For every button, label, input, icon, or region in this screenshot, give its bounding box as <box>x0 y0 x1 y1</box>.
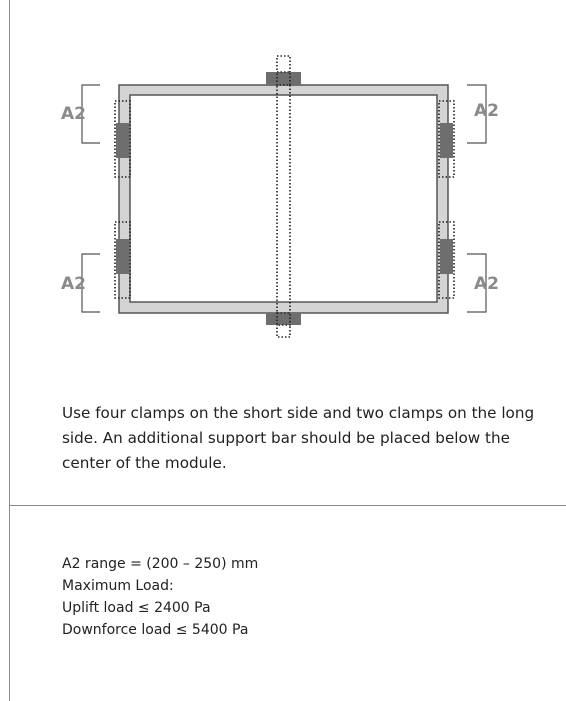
clamp-bottom <box>266 313 301 325</box>
max-load-title: Maximum Load: <box>62 578 174 594</box>
bracket-top-right <box>467 84 487 144</box>
bracket-bottom-left <box>81 253 100 313</box>
clamp-top <box>266 72 301 85</box>
module-inner <box>129 94 438 303</box>
row-divider <box>9 505 566 506</box>
clamp-right-bottom-guide <box>438 221 455 299</box>
label-a2-bottom-right: A2 <box>474 274 499 294</box>
bracket-bottom-right <box>467 253 487 313</box>
clamp-top-guide <box>276 71 291 86</box>
downforce-load: Downforce load ≤ 5400 Pa <box>62 622 249 638</box>
clamp-right-top <box>440 123 453 158</box>
bracket-top-left <box>81 84 100 144</box>
clamping-description: Use four clamps on the short side and tw… <box>62 404 535 472</box>
load-specs: A2 range = (200 – 250) mm Maximum Load: … <box>62 553 258 641</box>
label-a2-bottom-left: A2 <box>61 274 86 294</box>
clamp-left-bottom <box>116 239 129 274</box>
clamp-right-bottom <box>440 239 453 274</box>
left-border <box>9 0 10 701</box>
uplift-load: Uplift load ≤ 2400 Pa <box>62 600 211 616</box>
label-a2-top-right: A2 <box>474 101 499 121</box>
clamp-bottom-guide <box>276 312 291 326</box>
label-a2-top-left: A2 <box>61 104 86 124</box>
clamp-right-top-guide <box>438 100 455 178</box>
clamp-left-top <box>116 123 129 158</box>
clamp-diagram: A2 A2 A2 A2 <box>61 55 499 338</box>
clamp-left-bottom-guide <box>114 221 131 299</box>
clamp-left-top-guide <box>114 100 131 178</box>
a2-range: A2 range = (200 – 250) mm <box>62 556 259 572</box>
